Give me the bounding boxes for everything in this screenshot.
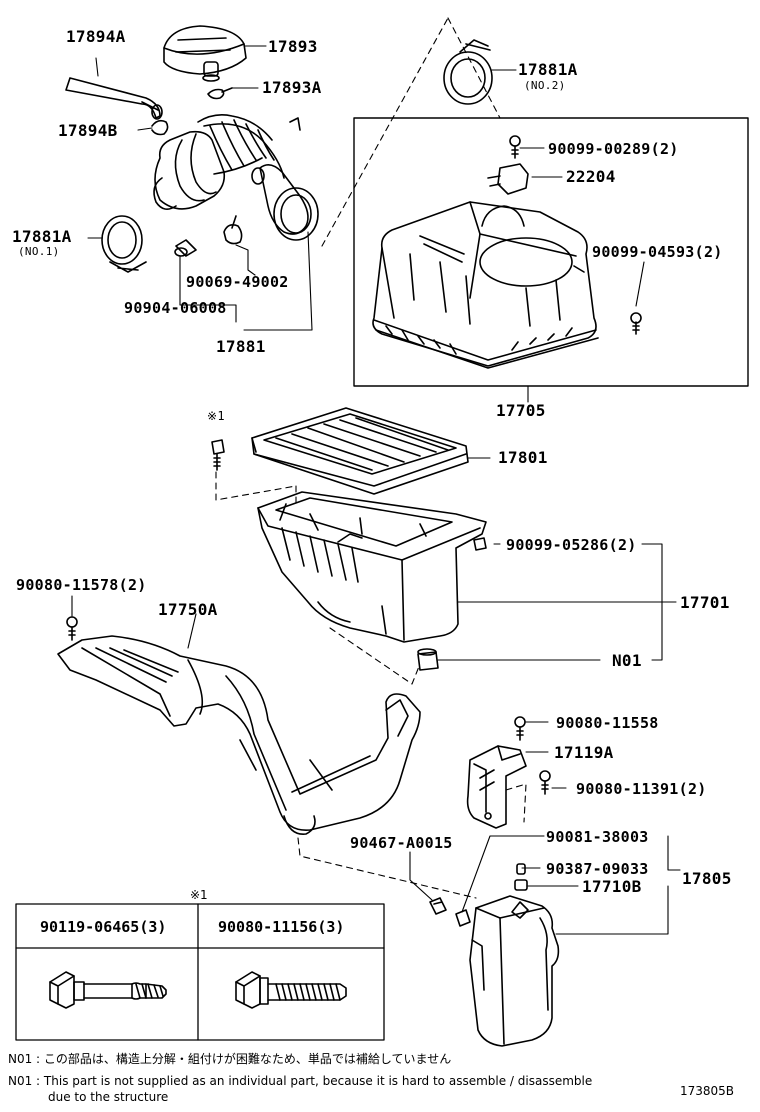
bolt-90080-11578 bbox=[66, 616, 78, 641]
sensor-22204 bbox=[487, 163, 529, 195]
screw-90099-04593 bbox=[630, 312, 642, 335]
label-90904-06008: 90904-06008 bbox=[124, 299, 227, 317]
reference-number: 173805B bbox=[680, 1084, 735, 1098]
label-17119a: 17119A bbox=[554, 743, 614, 762]
bracket-17119a bbox=[466, 745, 527, 829]
clip-17893a bbox=[207, 87, 233, 100]
hose-17894a bbox=[65, 77, 163, 120]
duct-17750a bbox=[57, 635, 421, 835]
clip-90081 bbox=[455, 909, 471, 927]
label-no1: (NO.1) bbox=[18, 245, 60, 258]
cushion-90387 bbox=[516, 863, 526, 875]
label-90467-a0015: 90467-A0015 bbox=[350, 834, 453, 852]
label-17881a-no2: 17881A bbox=[518, 60, 578, 79]
case-17701 bbox=[257, 491, 487, 643]
clip-90467 bbox=[429, 897, 447, 915]
bolt-90119-06465-drawing bbox=[49, 971, 167, 1009]
label-90099-05286: 90099-05286(2) bbox=[506, 536, 637, 554]
filter-element-17801 bbox=[251, 407, 469, 495]
note-en-1: N01 : This part is not supplied as an in… bbox=[8, 1074, 593, 1088]
clip-90069 bbox=[223, 215, 243, 245]
label-90069-49002: 90069-49002 bbox=[186, 273, 289, 291]
label-17894a: 17894A bbox=[66, 27, 126, 46]
screw-90099-00289 bbox=[509, 135, 521, 159]
label-17701: 17701 bbox=[680, 593, 730, 612]
label-17705: 17705 bbox=[496, 401, 546, 420]
resonator-17805 bbox=[469, 895, 560, 1047]
intake-hose-17881 bbox=[153, 114, 319, 241]
label-90099-00289: 90099-00289(2) bbox=[548, 140, 679, 158]
label-90080-11578: 90080-11578(2) bbox=[16, 576, 147, 594]
label-17881a-no1: 17881A bbox=[12, 227, 72, 246]
label-n01: N01 bbox=[612, 651, 642, 670]
cap-17893 bbox=[163, 25, 247, 82]
note-jp: N01 : この部品は、構造上分解・組付けが困難なため、単品では補給していません bbox=[8, 1052, 452, 1066]
table-col1: 90119-06465(3) bbox=[40, 918, 167, 936]
label-90080-11558: 90080-11558 bbox=[556, 714, 659, 732]
label-90099-04593: 90099-04593(2) bbox=[592, 243, 723, 261]
bolt-mark1 bbox=[211, 439, 225, 471]
group-box-17705 bbox=[353, 117, 749, 387]
label-17801: 17801 bbox=[498, 448, 548, 467]
label-90387-09033: 90387-09033 bbox=[546, 860, 649, 878]
label-17750a: 17750A bbox=[158, 600, 218, 619]
table-col2: 90080-11156(3) bbox=[218, 918, 345, 936]
label-90081-38003: 90081-38003 bbox=[546, 828, 649, 846]
label-no2: (NO.2) bbox=[524, 79, 566, 92]
label-17894b: 17894B bbox=[58, 121, 118, 140]
clamp-17881a-no1 bbox=[101, 215, 147, 273]
label-17893a: 17893A bbox=[262, 78, 322, 97]
clip-90099-05286 bbox=[473, 537, 487, 551]
note-en-2: due to the structure bbox=[48, 1090, 169, 1104]
cover-17705 bbox=[372, 201, 599, 369]
label-17805: 17805 bbox=[682, 869, 732, 888]
table-mark: ※1 bbox=[190, 888, 208, 902]
label-17710b: 17710B bbox=[582, 877, 642, 896]
grommet-n01 bbox=[417, 648, 439, 671]
label-17893: 17893 bbox=[268, 37, 318, 56]
joint-90904 bbox=[174, 239, 197, 257]
bolt-90080-11391 bbox=[539, 770, 551, 795]
label-mark1: ※1 bbox=[207, 409, 225, 423]
label-22204: 22204 bbox=[566, 167, 616, 186]
clamp-17881a-no2 bbox=[443, 39, 493, 105]
bolt-table bbox=[15, 903, 385, 1041]
bolt-90080-11558 bbox=[514, 716, 526, 741]
label-90080-11391: 90080-11391(2) bbox=[576, 780, 707, 798]
clamp-17894b bbox=[151, 119, 169, 136]
label-17881: 17881 bbox=[216, 337, 266, 356]
bolt-90080-11156-drawing bbox=[235, 971, 347, 1009]
plug-17710b bbox=[514, 879, 528, 891]
